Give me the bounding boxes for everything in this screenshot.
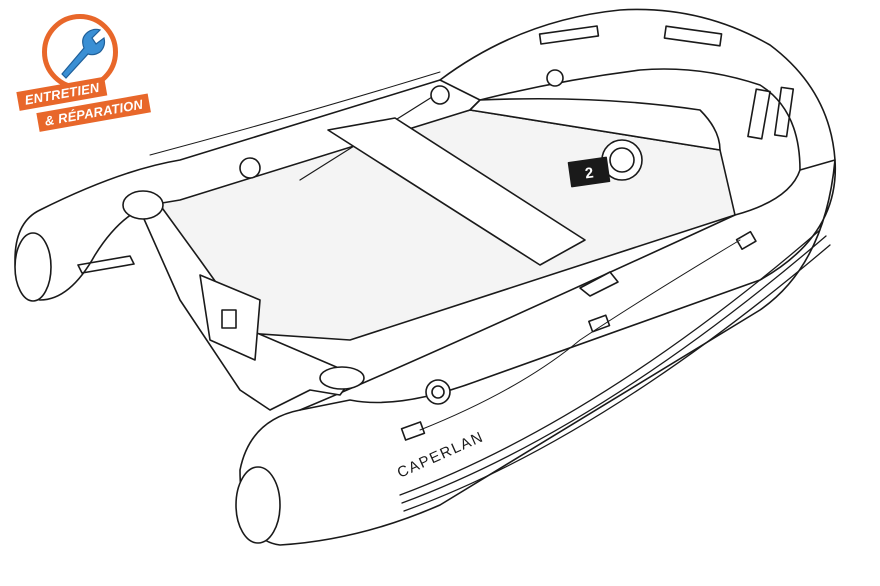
port-oar-knob-2 [430, 85, 450, 105]
rub-strake-1 [399, 229, 821, 496]
maintenance-repair-badge: ENTRETIEN & RÉPARATION [14, 10, 152, 135]
bow-valve [546, 69, 564, 87]
rub-strake-3 [403, 244, 831, 512]
logo-mark-box [567, 156, 611, 188]
wrench-icon [61, 28, 106, 79]
bow-handle-4 [773, 86, 795, 138]
port-handle [77, 255, 135, 274]
transom-cap-left [122, 190, 164, 220]
floor-drain-inner [609, 147, 635, 173]
transom-plate-bolt [221, 309, 237, 329]
starboard-valve-inner [431, 385, 445, 399]
seat-bench [327, 117, 586, 266]
port-tube-end [14, 232, 52, 302]
starboard-tube-end [235, 466, 281, 544]
oar-holder [579, 271, 619, 297]
starboard-valve [425, 379, 451, 405]
starboard-rope [419, 239, 741, 431]
bow-handle-3 [747, 88, 771, 140]
port-rope [149, 71, 441, 156]
port-oar-knob [239, 157, 261, 179]
transom-cap-right [319, 366, 365, 390]
starboard-handle-3 [735, 230, 757, 250]
starboard-handle-2 [588, 314, 611, 333]
bow-handle-2 [663, 25, 723, 47]
bow-handle-1 [538, 25, 600, 45]
rub-strake-2 [401, 235, 827, 504]
bow-inner [469, 97, 721, 151]
logo-mark: 2 [584, 164, 595, 182]
starboard-handle-1 [400, 421, 426, 441]
transom-plate [199, 274, 261, 361]
